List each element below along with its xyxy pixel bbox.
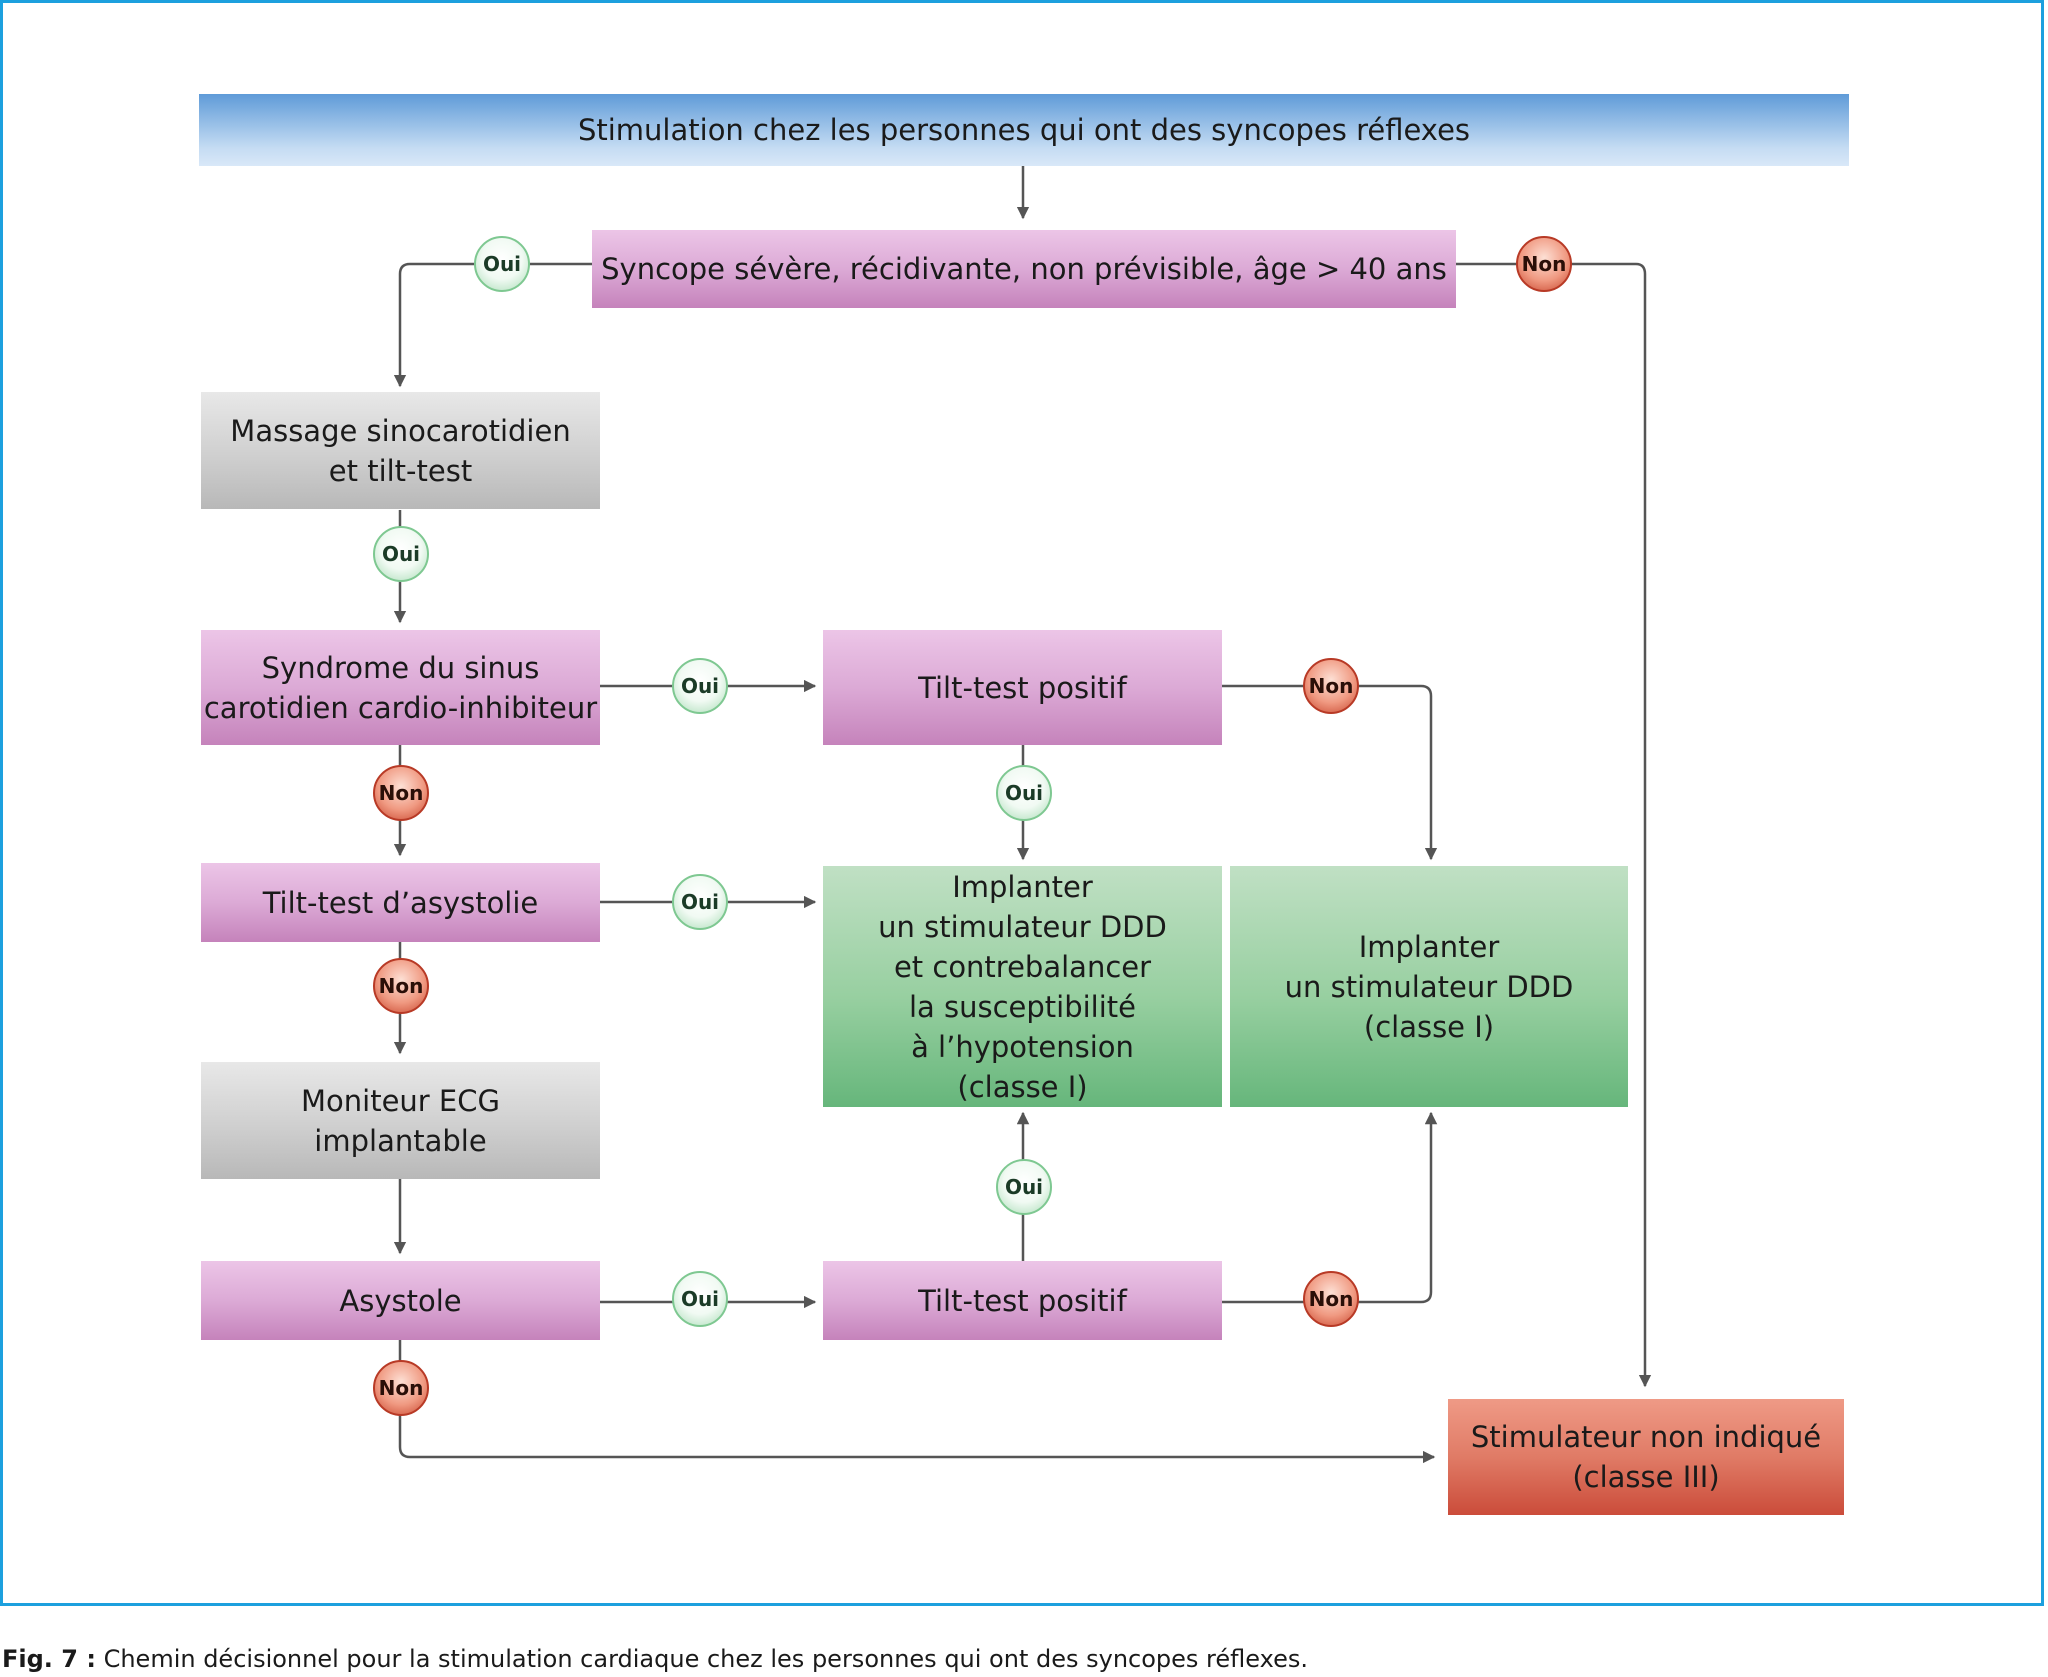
non-badge: Non bbox=[373, 1360, 429, 1416]
oui-badge: Oui bbox=[373, 526, 429, 582]
implanter-contrebalancer-box: Implanter un stimulateur DDD et contreba… bbox=[823, 866, 1222, 1107]
non-badge: Non bbox=[373, 765, 429, 821]
edge-syncope-oui-to-massage bbox=[393, 262, 592, 388]
title-box: Stimulation chez les personnes qui ont d… bbox=[199, 94, 1849, 166]
implanter-ddd-box: Implanter un stimulateur DDD (classe I) bbox=[1230, 866, 1628, 1107]
edge-tilt-positif-1-non-to-implanter-ddd bbox=[1222, 684, 1438, 861]
oui-badge: Oui bbox=[672, 1271, 728, 1327]
edge-syncope-non-to-non-indique bbox=[1456, 262, 1652, 1388]
oui-badge: Oui bbox=[672, 658, 728, 714]
non-badge: Non bbox=[1516, 236, 1572, 292]
figure-caption: Fig. 7 : Chemin décisionnel pour la stim… bbox=[2, 1645, 1308, 1673]
oui-badge: Oui bbox=[996, 1159, 1052, 1215]
oui-badge: Oui bbox=[474, 236, 530, 292]
caption-label: Fig. 7 : bbox=[2, 1645, 96, 1673]
oui-badge: Oui bbox=[672, 874, 728, 930]
tilt-test-positif-top-box: Tilt-test positif bbox=[823, 630, 1222, 745]
non-badge: Non bbox=[1303, 658, 1359, 714]
tilt-test-asystolie-box: Tilt-test d’asystolie bbox=[201, 863, 600, 942]
figure-frame bbox=[0, 0, 2044, 1606]
stimulateur-non-indique-box: Stimulateur non indiqué (classe III) bbox=[1448, 1399, 1844, 1515]
caption-text: Chemin décisionnel pour la stimulation c… bbox=[103, 1645, 1308, 1673]
edge-asystole-non-to-non-indique bbox=[398, 1340, 1436, 1464]
oui-badge: Oui bbox=[996, 765, 1052, 821]
asystole-box: Asystole bbox=[201, 1261, 600, 1340]
syndrome-sinus-box: Syndrome du sinus carotidien cardio-inhi… bbox=[201, 630, 600, 745]
moniteur-ecg-box: Moniteur ECG implantable bbox=[201, 1062, 600, 1179]
massage-tilt-test-box: Massage sinocarotidien et tilt-test bbox=[201, 392, 600, 509]
non-badge: Non bbox=[1303, 1271, 1359, 1327]
syncope-decision-box: Syncope sévère, récidivante, non prévisi… bbox=[592, 230, 1456, 308]
non-badge: Non bbox=[373, 958, 429, 1014]
edge-tilt-positif-2-non-to-implanter-ddd bbox=[1222, 1111, 1438, 1304]
tilt-test-positif-bottom-box: Tilt-test positif bbox=[823, 1261, 1222, 1340]
